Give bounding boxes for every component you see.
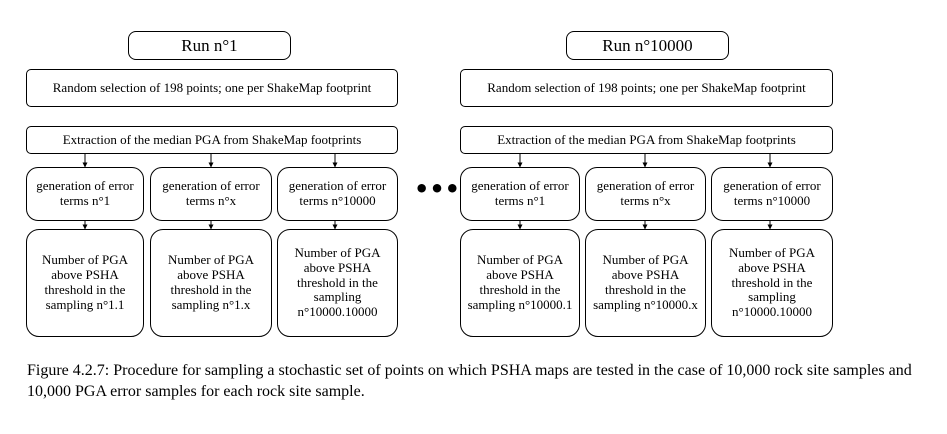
count-text-left-2: Number of PGA above PSHA threshold in th…	[168, 252, 254, 312]
count-text-left-3: Number of PGA above PSHA threshold in th…	[294, 244, 381, 320]
count-box-right-1: Number of PGA above PSHA threshold in th…	[460, 229, 580, 337]
run-label-right: Run n°10000	[566, 31, 729, 60]
selection-text-left: Random selection of 198 points; one per …	[52, 79, 372, 95]
gen-text-right-1: generation of error terms n°1	[471, 178, 569, 208]
gen-box-left-2: generation of error terms n°x	[150, 167, 272, 221]
count-text-right-3: Number of PGA above PSHA threshold in th…	[729, 244, 815, 320]
figure-caption: Figure 4.2.7: Procedure for sampling a s…	[27, 362, 912, 401]
gen-text-left-2: generation of error terms n°x	[162, 178, 260, 208]
count-box-left-1: Number of PGA above PSHA threshold in th…	[26, 229, 144, 337]
gen-box-left-3: generation of error terms n°10000	[277, 167, 398, 221]
count-box-left-2: Number of PGA above PSHA threshold in th…	[150, 229, 272, 337]
extraction-text-right: Extraction of the median PGA from ShakeM…	[497, 131, 796, 147]
gen-box-right-2: generation of error terms n°x	[585, 167, 706, 221]
gen-box-right-3: generation of error terms n°10000	[711, 167, 833, 221]
run-label-left-text: Run n°1	[181, 35, 238, 55]
extraction-text-left: Extraction of the median PGA from ShakeM…	[62, 131, 362, 147]
run-label-left: Run n°1	[128, 31, 291, 60]
selection-box-left: Random selection of 198 points; one per …	[26, 69, 398, 107]
selection-box-right: Random selection of 198 points; one per …	[460, 69, 833, 107]
ellipsis-dots: •••	[414, 175, 461, 203]
count-box-right-3: Number of PGA above PSHA threshold in th…	[711, 229, 833, 337]
gen-text-left-1: generation of error terms n°1	[36, 178, 134, 208]
gen-text-left-3: generation of error terms n°10000	[288, 178, 387, 208]
extraction-box-left: Extraction of the median PGA from ShakeM…	[26, 126, 398, 154]
count-text-right-1: Number of PGA above PSHA threshold in th…	[467, 252, 573, 312]
gen-box-right-1: generation of error terms n°1	[460, 167, 580, 221]
gen-text-right-3: generation of error terms n°10000	[723, 178, 821, 208]
gen-box-left-1: generation of error terms n°1	[26, 167, 144, 221]
count-text-left-1: Number of PGA above PSHA threshold in th…	[42, 252, 128, 312]
count-box-left-3: Number of PGA above PSHA threshold in th…	[277, 229, 398, 337]
selection-text-right: Random selection of 198 points; one per …	[487, 79, 806, 95]
gen-text-right-2: generation of error terms n°x	[596, 178, 695, 208]
count-box-right-2: Number of PGA above PSHA threshold in th…	[585, 229, 706, 337]
count-text-right-2: Number of PGA above PSHA threshold in th…	[593, 252, 698, 312]
extraction-box-right: Extraction of the median PGA from ShakeM…	[460, 126, 833, 154]
run-label-right-text: Run n°10000	[602, 35, 693, 55]
